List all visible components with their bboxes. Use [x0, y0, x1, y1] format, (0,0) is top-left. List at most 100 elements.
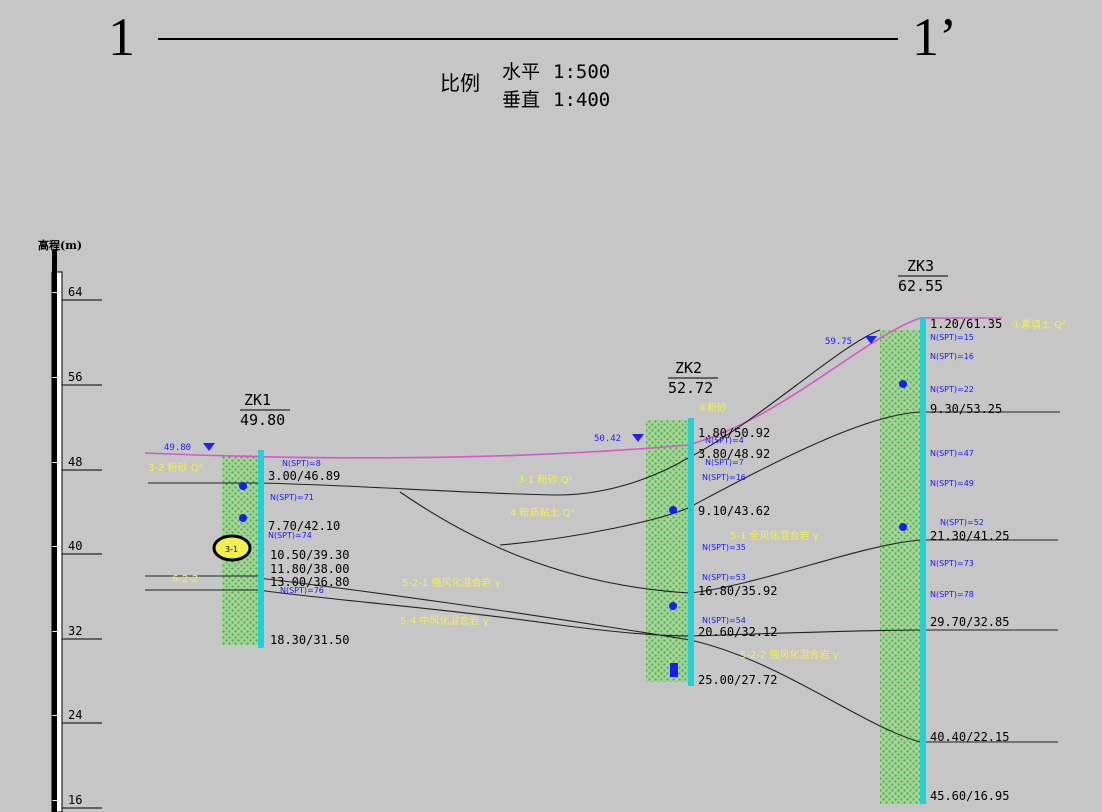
axis-segment — [52, 420, 57, 462]
axis-tick-label: 64 — [68, 285, 82, 299]
layer-label: ④粉砂 — [698, 401, 727, 414]
zk3-borehole — [920, 318, 926, 804]
axis-segment — [52, 504, 57, 546]
axis-segment — [52, 335, 57, 377]
spt-value: N(SPT)=16 — [702, 473, 746, 482]
ground-surface-line — [144, 317, 1002, 459]
spt-value: N(SPT)=4 — [705, 436, 744, 445]
spt-value: N(SPT)=78 — [930, 590, 974, 599]
depth-label: 13.00/36.80 — [270, 575, 349, 589]
spt-value: N(SPT)=35 — [702, 543, 746, 552]
water-level-icon — [865, 336, 877, 344]
depth-label: 16.80/35.92 — [698, 584, 777, 598]
axis-tick-label: 48 — [68, 455, 82, 469]
section-end-label: 1’ — [912, 7, 957, 67]
layer-label: 3-1 粉砂 Q² — [518, 473, 573, 486]
layer-label: 5-4 中风化混合岩 γ — [400, 614, 489, 627]
spt-value: N(SPT)=71 — [270, 493, 314, 502]
spt-value: N(SPT)=53 — [702, 573, 746, 582]
depth-label: 11.80/38.00 — [270, 562, 349, 576]
axis-tick-label: 16 — [68, 793, 82, 807]
zk1-water-level: 49.80 — [164, 443, 215, 453]
axis-segment — [52, 758, 57, 800]
depth-label: 1.80/50.92 — [698, 426, 770, 440]
sample-point — [670, 663, 678, 677]
axis-segment — [52, 547, 57, 589]
layer-label: 5-2-1 强风化混合岩 γ — [402, 576, 501, 589]
zk2-borehole — [688, 418, 694, 686]
axis-segment — [52, 716, 57, 758]
boundary-5-2-2 — [257, 577, 1058, 743]
spt-value: N(SPT)=15 — [930, 333, 974, 342]
depth-label: 7.70/42.10 — [268, 519, 340, 533]
spt-value: N(SPT)=47 — [930, 449, 974, 458]
sample-point — [669, 602, 677, 610]
axis-segment — [52, 463, 57, 505]
zk3-water-level: 59.75 — [825, 336, 877, 347]
depth-label: 10.50/39.30 — [270, 548, 349, 562]
axis-segment — [52, 378, 57, 420]
scale-label: 比例 — [440, 71, 480, 95]
zk2-fill — [646, 420, 688, 682]
zk1-borehole — [258, 450, 264, 648]
zk3-fill — [880, 330, 920, 804]
spt-value: N(SPT)=52 — [940, 518, 984, 527]
sample-point — [669, 506, 677, 514]
zk3-water-level-value: 59.75 — [825, 337, 852, 347]
axis-segment — [52, 293, 57, 335]
scale-vertical-value: 1:400 — [553, 89, 610, 111]
axis-segment — [52, 632, 57, 674]
layer-label: ①素填土 Q² — [1012, 318, 1066, 331]
section-start-label: 1 — [108, 7, 135, 67]
scale-horizontal-label: 水平 — [502, 61, 540, 83]
zk3-elevation: 62.55 — [898, 277, 943, 295]
layer-label: 6-2-2 — [172, 574, 198, 585]
zk1-name: ZK1 — [244, 391, 271, 409]
spt-value: N(SPT)=73 — [930, 559, 974, 568]
scale-horizontal-value: 1:500 — [553, 61, 610, 83]
spt-values: N(SPT)=8N(SPT)=71N(SPT)=74N(SPT)=76N(SPT… — [239, 333, 984, 677]
spt-value: N(SPT)=16 — [930, 352, 974, 361]
depth-label: 3.80/48.92 — [698, 447, 770, 461]
zk2-water-level-value: 50.42 — [594, 434, 621, 444]
boundary-5-4 — [145, 589, 1058, 637]
depth-label: 25.00/27.72 — [698, 673, 777, 687]
zk1-water-level-value: 49.80 — [164, 443, 191, 453]
marked-layer-circle — [212, 534, 252, 562]
zk2-name: ZK2 — [675, 359, 702, 377]
depth-label: 18.30/31.50 — [270, 633, 349, 647]
marked-layer-label: 3-1 — [225, 545, 238, 554]
depth-label: 21.30/41.25 — [930, 529, 1009, 543]
spt-value: N(SPT)=8 — [282, 459, 321, 468]
zk2-water-level: 50.42 — [594, 434, 644, 444]
depth-label: 1.20/61.35 — [930, 317, 1002, 331]
water-level-icon — [203, 443, 215, 451]
depth-label: 40.40/22.15 — [930, 730, 1009, 744]
spt-value: N(SPT)=76 — [280, 586, 324, 595]
layer-label: 5-2-2 强风化混合岩 γ — [740, 648, 839, 661]
sample-point — [239, 514, 247, 522]
sample-point — [239, 482, 247, 490]
zk1-elevation: 49.80 — [240, 411, 285, 429]
boundary-3-1 — [148, 457, 689, 496]
axis-tick-label: 56 — [68, 370, 82, 384]
depth-label: 20.60/32.12 — [698, 625, 777, 639]
layer-label: 3-2 粉砂 Q⁴ — [148, 461, 203, 474]
sample-point — [899, 380, 907, 388]
axis-tick-label: 32 — [68, 624, 82, 638]
scale-vertical-label: 垂直 — [502, 89, 540, 111]
depth-label: 3.00/46.89 — [268, 469, 340, 483]
spt-value: N(SPT)=74 — [268, 531, 312, 540]
stratum-boundaries — [145, 329, 1060, 743]
depth-label: 9.30/53.25 — [930, 402, 1002, 416]
spt-value: N(SPT)=54 — [702, 616, 746, 625]
zk3-name: ZK3 — [907, 257, 934, 275]
depth-label: 9.10/43.62 — [698, 504, 770, 518]
spt-value: N(SPT)=22 — [930, 385, 974, 394]
axis-tick-label: 24 — [68, 708, 82, 722]
zk2-elevation: 52.72 — [668, 379, 713, 397]
boundary-upper-zk3 — [691, 329, 881, 457]
axis-tick-label: 40 — [68, 539, 82, 553]
spt-value: N(SPT)=7 — [705, 458, 744, 467]
elevation-axis-title: 高程(m) — [38, 238, 82, 252]
